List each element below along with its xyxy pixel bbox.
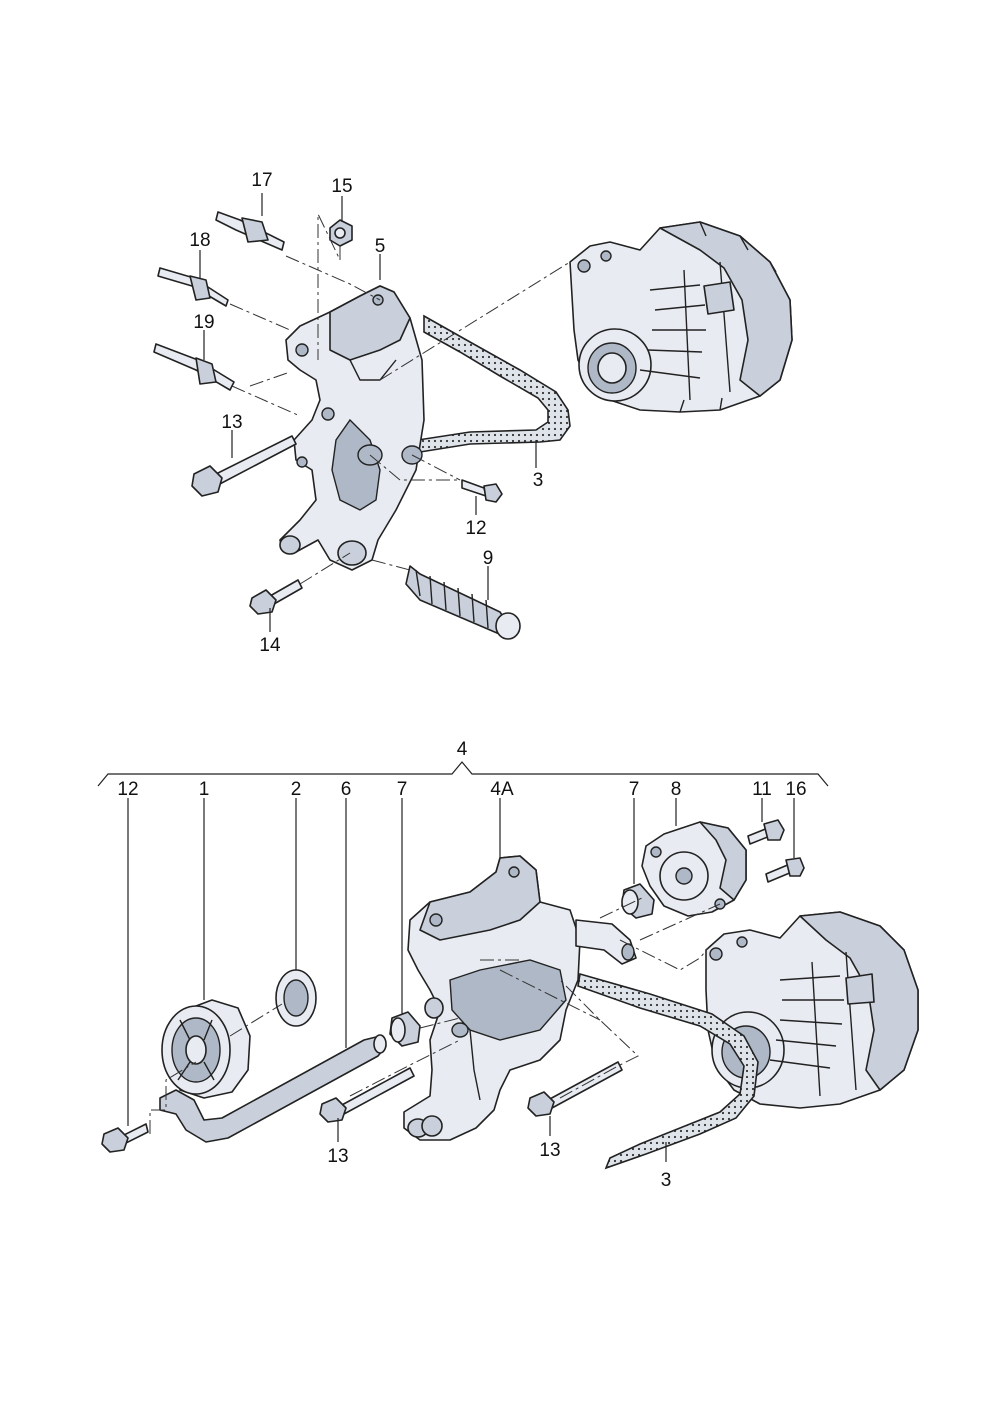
bottom-assembly: 4 bbox=[97, 739, 919, 1191]
bolt-16 bbox=[765, 857, 805, 883]
bolt-11 bbox=[747, 819, 785, 845]
callout-13-bottom-left: 13 bbox=[327, 1146, 348, 1167]
callout-11: 11 bbox=[752, 779, 772, 800]
belt-top bbox=[417, 314, 571, 453]
bolt-18 bbox=[157, 267, 229, 307]
callout-16: 16 bbox=[785, 779, 806, 800]
callout-17: 17 bbox=[251, 170, 272, 191]
callout-12-top: 12 bbox=[465, 518, 486, 539]
cover-2 bbox=[275, 969, 317, 1027]
callout-19: 19 bbox=[193, 312, 214, 333]
top-assembly: 17 15 18 5 19 13 3 12 9 14 bbox=[153, 170, 793, 656]
alternator-top bbox=[569, 221, 793, 413]
bolt-13-bottom-right bbox=[527, 1061, 623, 1117]
bolt-12-bottom bbox=[101, 1123, 149, 1153]
callout-13-top: 13 bbox=[221, 412, 242, 433]
bolt-13-top bbox=[191, 435, 297, 497]
callout-9: 9 bbox=[483, 548, 494, 569]
callout-7-right: 7 bbox=[629, 779, 640, 800]
bolt-13-bottom-left bbox=[319, 1067, 415, 1123]
callout-14: 14 bbox=[259, 635, 281, 656]
bushing-7-right bbox=[621, 883, 655, 919]
group-brace-4 bbox=[97, 761, 829, 787]
bolt-12-top bbox=[461, 479, 503, 503]
callout-6: 6 bbox=[341, 779, 352, 800]
bracket-4a bbox=[403, 855, 637, 1141]
bolt-14 bbox=[249, 579, 303, 615]
callout-12-bottom: 12 bbox=[117, 779, 138, 800]
callout-2: 2 bbox=[291, 779, 302, 800]
stud-17 bbox=[215, 211, 285, 251]
callout-4: 4 bbox=[457, 739, 468, 760]
pulley-1 bbox=[161, 999, 251, 1099]
nut-15 bbox=[329, 219, 353, 247]
belt-bottom bbox=[577, 972, 759, 1170]
callout-13-bottom-right: 13 bbox=[539, 1140, 560, 1161]
tensioner-8 bbox=[641, 821, 747, 917]
callout-3-top: 3 bbox=[533, 470, 544, 491]
bushing-7-left bbox=[389, 1011, 421, 1047]
callout-8: 8 bbox=[671, 779, 682, 800]
rod-6 bbox=[159, 1034, 387, 1143]
bracket-5 bbox=[279, 285, 425, 571]
callout-5: 5 bbox=[375, 236, 386, 257]
callout-4a: 4A bbox=[490, 779, 514, 800]
callout-18: 18 bbox=[189, 230, 210, 251]
callout-1: 1 bbox=[199, 779, 210, 800]
callout-15: 15 bbox=[331, 176, 352, 197]
callout-3-bottom: 3 bbox=[661, 1170, 672, 1191]
spring-9 bbox=[405, 565, 521, 640]
alternator-bottom bbox=[705, 911, 919, 1109]
callout-7-left: 7 bbox=[397, 779, 408, 800]
bolt-19 bbox=[153, 343, 235, 391]
